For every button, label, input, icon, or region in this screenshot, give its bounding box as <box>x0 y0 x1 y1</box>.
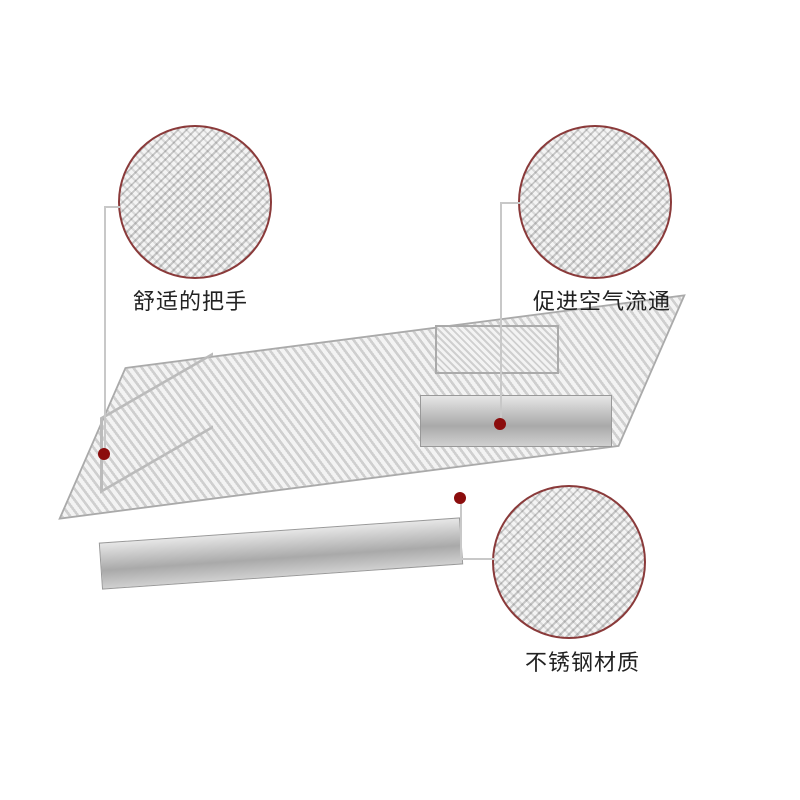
side-plate <box>420 395 612 447</box>
callout-label-material: 不锈钢材质 <box>525 651 641 676</box>
zoom-circle-material <box>492 485 646 639</box>
leader-line-airflow <box>500 202 502 424</box>
mesh-basket-small <box>435 325 559 374</box>
marker-dot-material <box>454 492 466 504</box>
zoom-circle-handle <box>118 125 272 279</box>
leader-line-material-h <box>460 558 494 560</box>
leader-line-airflow-h <box>500 202 520 204</box>
leader-line-handle-h <box>104 206 120 208</box>
marker-dot-airflow <box>494 418 506 430</box>
front-plate <box>98 517 464 590</box>
callout-label-handle: 舒适的把手 <box>133 290 249 315</box>
zoom-circle-airflow <box>518 125 672 279</box>
marker-dot-handle <box>98 448 110 460</box>
leader-line-handle <box>104 206 106 456</box>
callout-label-airflow: 促进空气流通 <box>533 290 672 315</box>
leader-line-material <box>460 498 462 560</box>
